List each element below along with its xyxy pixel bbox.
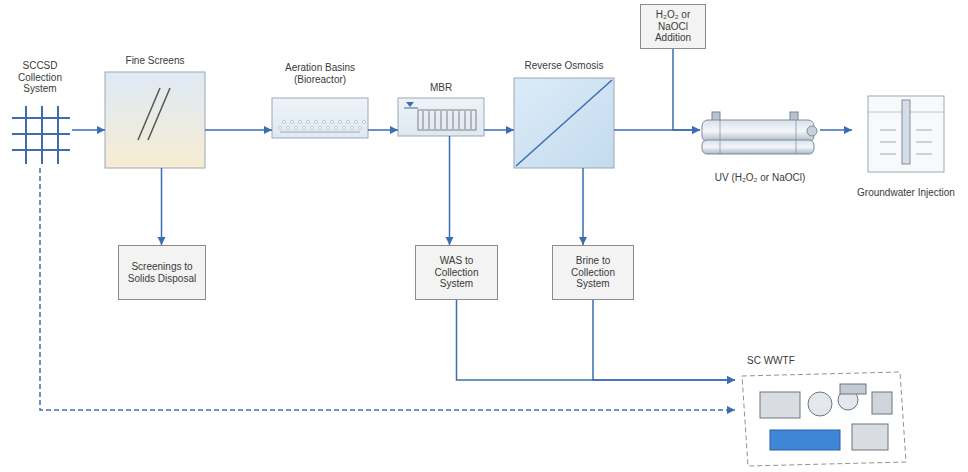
node-label: SC WWTF xyxy=(747,355,910,367)
collection-system: SCCSD Collection System xyxy=(8,60,72,168)
flow-arrow xyxy=(582,168,584,245)
process-box: Brine to Collection System xyxy=(552,245,634,300)
node-label: H₂O₂ or NaOCl Addition xyxy=(645,9,701,44)
chemical-box: H₂O₂ or NaOCl Addition xyxy=(640,4,706,49)
injection-well xyxy=(868,96,944,172)
process-box: Screenings to Solids Disposal xyxy=(118,245,206,300)
node-label: WAS to Collection System xyxy=(420,255,493,290)
node-label: MBR xyxy=(398,82,484,94)
uv-reactor xyxy=(702,112,817,154)
treatment-plant-illustration xyxy=(742,372,906,466)
node-label: UV (H₂O₂ or NaOCl) xyxy=(700,172,820,184)
node-label: Fine Screens xyxy=(105,55,205,67)
membrane-bioreactor xyxy=(398,98,484,136)
flow-arrow xyxy=(457,300,736,380)
process-unit: Reverse Osmosis xyxy=(514,60,614,168)
flow-arrow xyxy=(484,129,514,131)
flow-arrow xyxy=(449,136,451,245)
flow-arrow xyxy=(72,129,105,131)
node-label: Groundwater Injection xyxy=(852,187,960,199)
flow-arrow xyxy=(368,129,398,131)
uv-unit: UV (H₂O₂ or NaOCl) xyxy=(700,108,820,184)
flow-arrow xyxy=(161,168,163,245)
reverse-osmosis-unit xyxy=(514,78,614,168)
process-tank: MBR xyxy=(398,82,484,136)
flow-arrow xyxy=(593,300,735,380)
membrane-fibres xyxy=(423,111,471,129)
flow-arrow xyxy=(40,168,735,410)
screen-unit: Fine Screens xyxy=(105,55,205,168)
treatment-plant: SC WWTF xyxy=(735,355,910,466)
flow-arrow xyxy=(205,129,272,131)
flow-arrow xyxy=(820,129,852,131)
node-label: Screenings to Solids Disposal xyxy=(123,261,201,284)
aeration-basin xyxy=(272,98,368,138)
process-box: WAS to Collection System xyxy=(415,245,498,300)
injection-unit: Groundwater Injection xyxy=(852,95,960,199)
flow-arrow xyxy=(673,49,700,130)
fine-screen-tank xyxy=(105,72,205,168)
node-label: Aeration Basins (Bioreactor) xyxy=(272,62,368,85)
process-tank: Aeration Basins (Bioreactor) xyxy=(272,62,368,138)
node-label: SCCSD Collection System xyxy=(8,60,72,95)
node-label: Brine to Collection System xyxy=(557,255,629,290)
air-bubbles xyxy=(278,120,365,129)
node-label: Reverse Osmosis xyxy=(514,60,614,72)
sewer-grid-icon xyxy=(12,106,70,164)
